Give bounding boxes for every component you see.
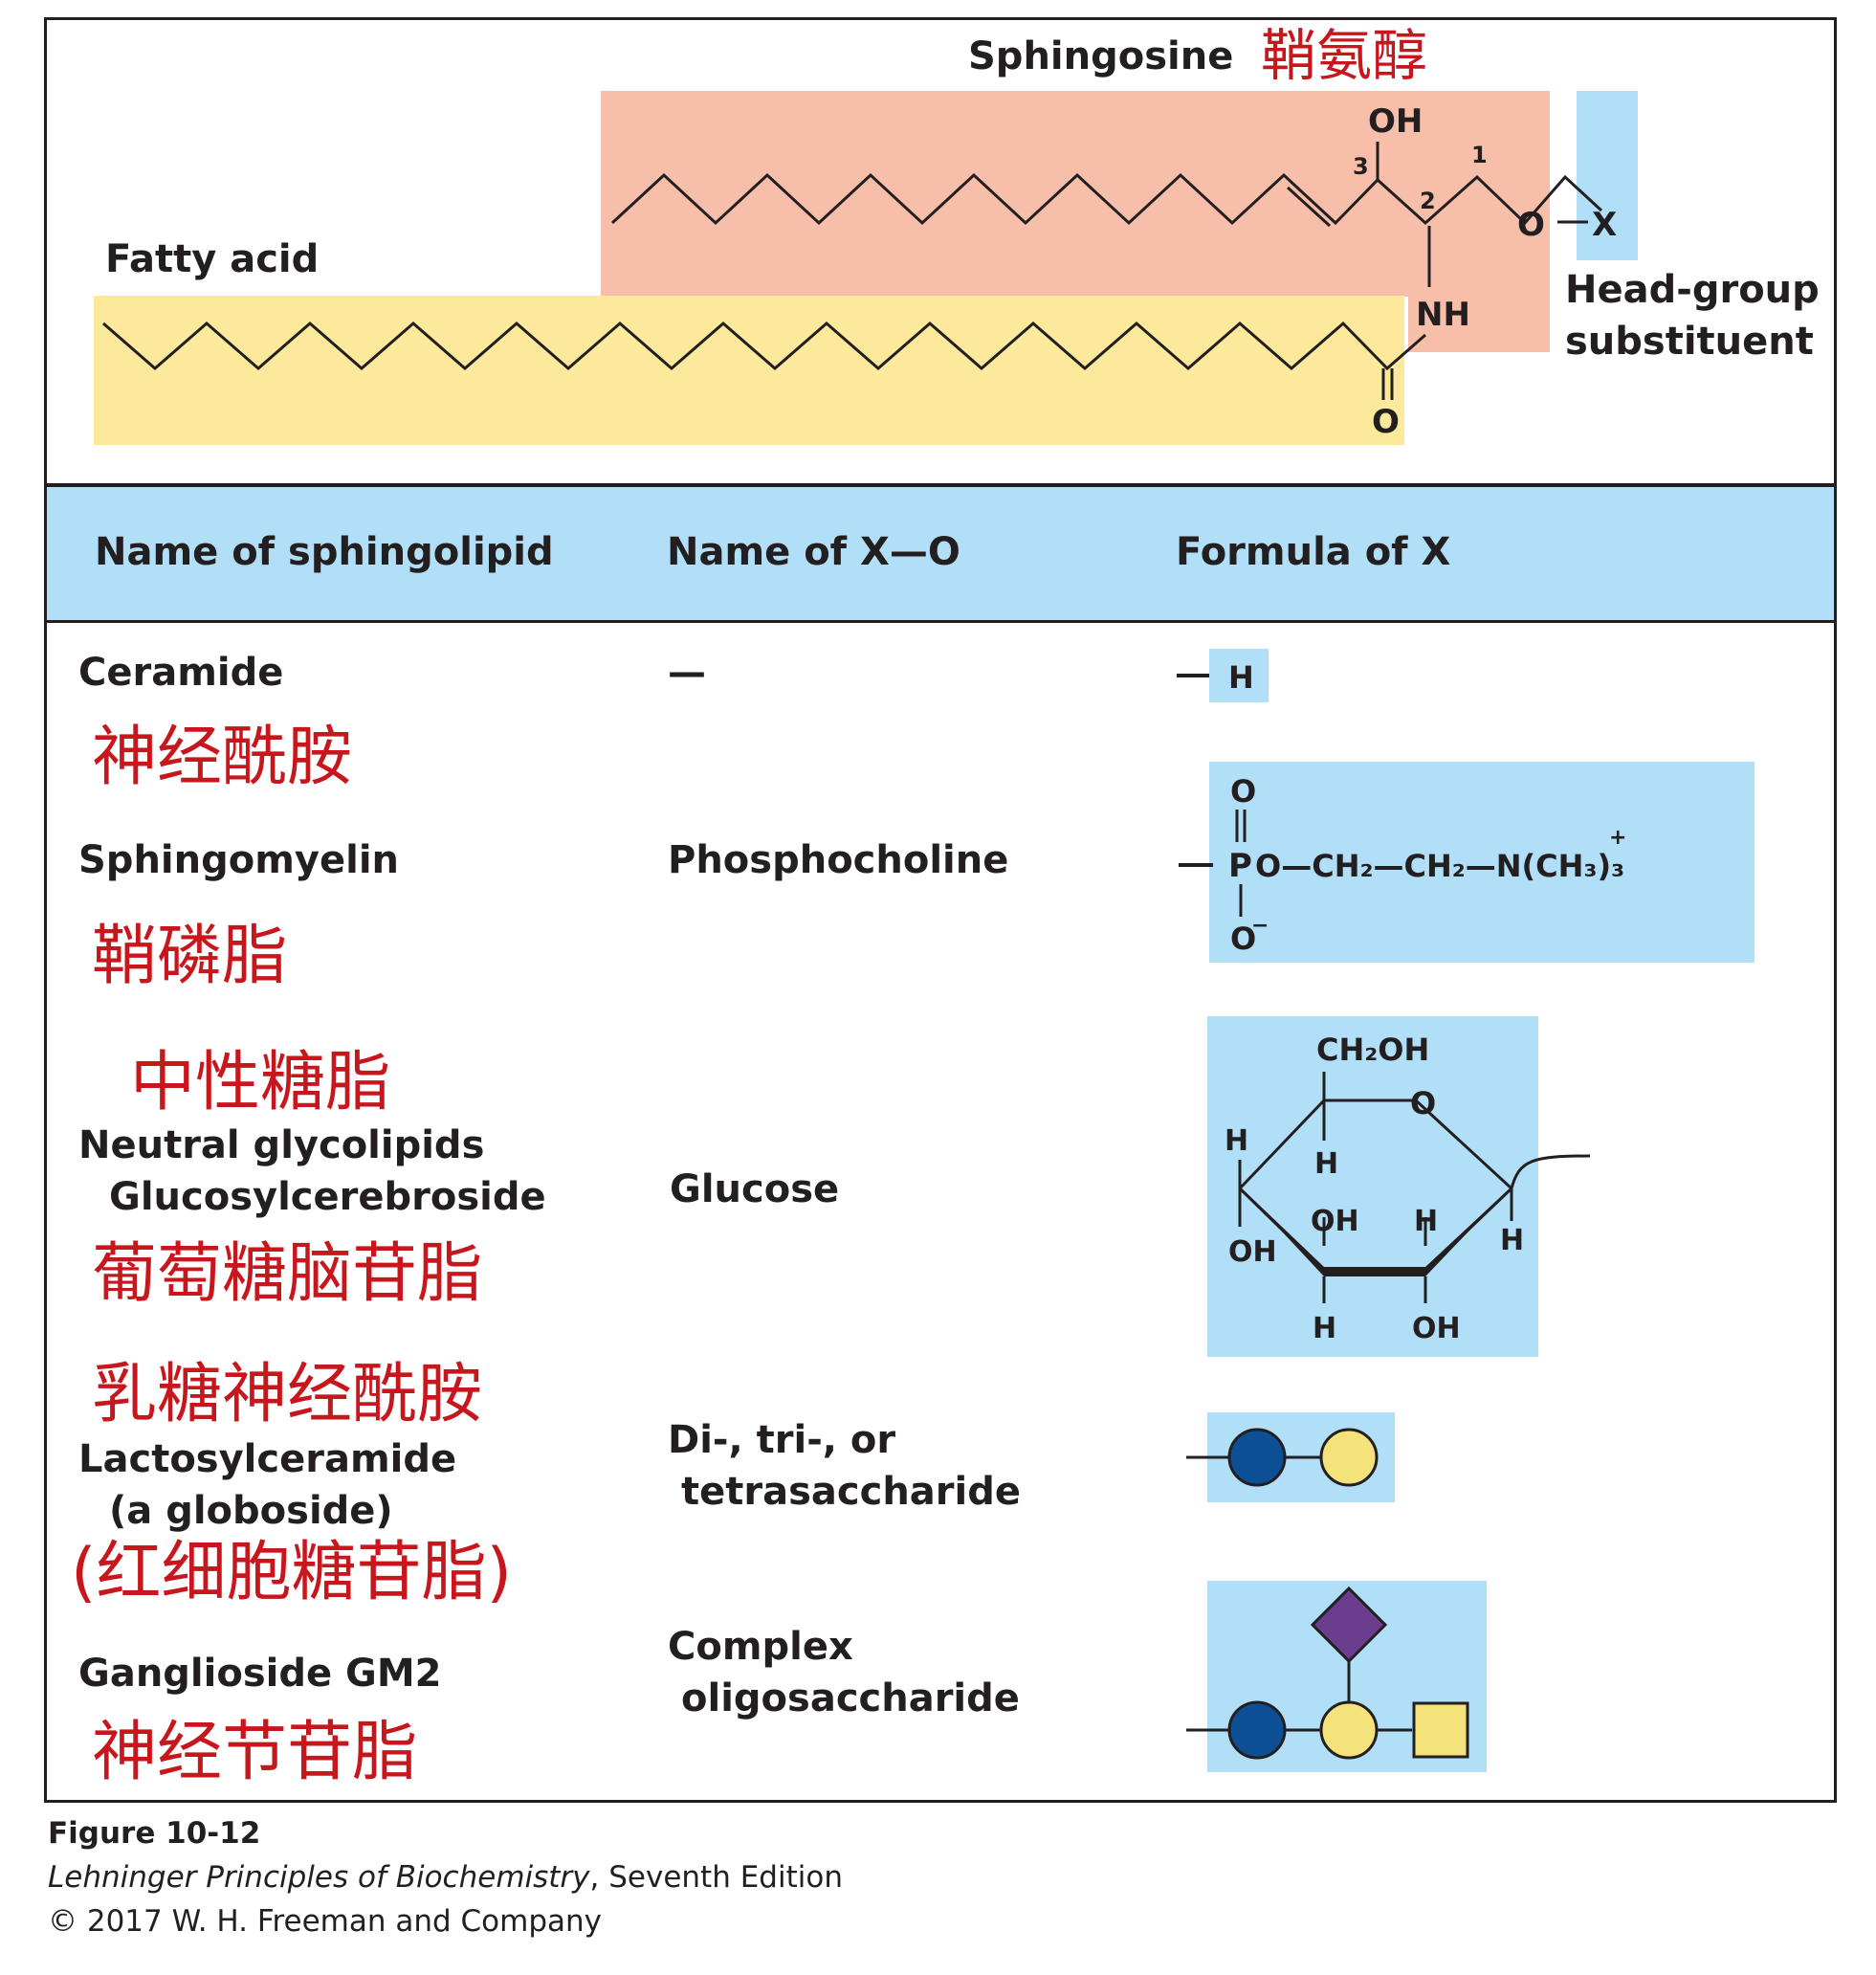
glucose-ring-back	[1238, 1098, 1513, 1190]
head-group-label-2: substituent	[1565, 320, 1814, 364]
fatty-acid-region	[94, 296, 1404, 445]
row-ganglioside-x-name-2: oligosaccharide	[681, 1676, 1020, 1720]
copyright: © 2017 W. H. Freeman and Company	[48, 1904, 603, 1939]
fatty-acid-label: Fatty acid	[105, 237, 320, 281]
book-title: Lehninger Principles of Biochemistry	[48, 1860, 590, 1895]
double-bond	[1286, 186, 1332, 228]
section-divider	[44, 483, 1837, 487]
glucose-symbol	[1227, 1700, 1287, 1760]
glucose-ring-o: O	[1410, 1085, 1436, 1121]
row-lactosylceramide-x-name-1: Di-, tri-, or	[668, 1418, 896, 1462]
formula-glucose: CH₂OH O H H OH H H OH H OH	[1207, 1016, 1591, 1357]
formula-disaccharide	[1186, 1412, 1395, 1502]
row-ceramide-name: Ceramide	[78, 651, 284, 695]
table-header: Name of sphingolipid Name of X—O Formula…	[47, 487, 1834, 623]
glucose-oh-c3: OH	[1311, 1205, 1359, 1238]
header-sphingolipid-name: Name of sphingolipid	[95, 530, 554, 574]
formula-oligosaccharide	[1186, 1581, 1487, 1772]
x-label: X	[1592, 206, 1617, 244]
c1-glycosidic-bond	[1510, 1154, 1591, 1189]
formula-phosphocholine: O P O − O—CH₂—CH₂—N(CH₃)₃ +	[1179, 762, 1755, 963]
formula-h-box	[1209, 649, 1269, 702]
row-ganglioside-name: Ganglioside GM2	[78, 1652, 442, 1696]
row-ganglioside-cn: 神经节苷脂	[92, 1715, 418, 1790]
row-globoside-cn: (红细胞糖苷脂)	[71, 1535, 513, 1610]
formula-h: H	[1177, 649, 1269, 702]
carbon-2-label: 2	[1420, 188, 1436, 214]
oh-label: OH	[1368, 102, 1423, 141]
book-citation: Lehninger Principles of Biochemistry, Se…	[48, 1860, 843, 1895]
galactose-symbol	[1319, 1700, 1379, 1760]
galactose-symbol	[1319, 1428, 1379, 1487]
phosphocholine-chain: O—CH₂—CH₂—N(CH₃)₃	[1255, 848, 1624, 884]
phosphocholine-p: P	[1228, 847, 1252, 885]
row-glucosylcerebroside-name: Glucosylcerebroside	[109, 1175, 546, 1219]
sialic-acid-symbol	[1310, 1586, 1388, 1664]
row-glucosylcerebroside-x-name: Glucose	[670, 1167, 840, 1211]
row-globoside-name: (a globoside)	[109, 1489, 393, 1533]
ceramide-structure-diagram: OH 3 2 1 O X NH O	[94, 91, 1638, 445]
row-neutral-glycolipids-cn: 中性糖脂	[130, 1045, 391, 1121]
glucose-ring-front	[1242, 1188, 1510, 1276]
head-group-label-1: Head-group	[1565, 268, 1820, 312]
nh-label: NH	[1416, 296, 1470, 334]
figure-number: Figure 10-12	[48, 1816, 261, 1851]
galnac-symbol	[1412, 1701, 1469, 1759]
row-sphingomyelin-x-name: Phosphocholine	[668, 838, 1009, 882]
glucose-box	[1207, 1016, 1538, 1357]
row-sphingomyelin-name: Sphingomyelin	[78, 838, 399, 882]
glucose-oh-c4: OH	[1228, 1235, 1277, 1269]
carbonyl-o-label: O	[1372, 403, 1400, 441]
row-glucosylcerebroside-cn: 葡萄糖脑苷脂	[92, 1236, 483, 1312]
phosphocholine-box	[1209, 762, 1755, 963]
glucose-h-c4: H	[1225, 1124, 1248, 1158]
figure-frame	[44, 17, 1837, 1803]
head-group-region	[1577, 91, 1638, 260]
row-lactosylceramide-cn: 乳糖神经酰胺	[92, 1357, 483, 1432]
row-ceramide-x-name: —	[668, 651, 706, 695]
sphingosine-region-nh	[1408, 277, 1550, 352]
row-ceramide-cn: 神经酰胺	[92, 720, 353, 795]
formula-h-text: H	[1228, 659, 1254, 696]
row-lactosylceramide-x-name-2: tetrasaccharide	[681, 1470, 1021, 1514]
glucose-h-c1: H	[1500, 1224, 1524, 1257]
glucose-ch2oh: CH₂OH	[1316, 1032, 1429, 1068]
sphingosine-label: Sphingosine	[968, 34, 1234, 78]
glucose-h-c5: H	[1314, 1147, 1338, 1181]
header-x-o-name: Name of X—O	[667, 530, 960, 574]
phosphocholine-o-top: O	[1230, 773, 1256, 810]
row-sphingomyelin-cn: 鞘磷脂	[92, 919, 288, 994]
header-x-formula: Formula of X	[1176, 530, 1451, 574]
phosphocholine-plus: +	[1609, 826, 1626, 850]
glucose-h-c3: H	[1313, 1312, 1336, 1345]
carbon-3-label: 3	[1353, 153, 1369, 180]
sphingosine-cn-label: 鞘氨醇	[1261, 23, 1428, 88]
row-ganglioside-x-name-1: Complex	[668, 1625, 853, 1669]
row-lactosylceramide-name: Lactosylceramide	[78, 1437, 457, 1481]
sphingosine-chain	[610, 172, 1603, 226]
glucose-oh-c2: OH	[1412, 1312, 1461, 1345]
phosphocholine-minus: −	[1251, 914, 1269, 938]
o-link-label: O	[1517, 206, 1545, 244]
glucose-symbol	[1227, 1428, 1287, 1487]
glucose-h-c2: H	[1414, 1205, 1438, 1238]
book-edition: , Seventh Edition	[589, 1860, 843, 1895]
phosphocholine-o-bottom: O	[1230, 921, 1256, 957]
carbon-1-label: 1	[1471, 142, 1488, 168]
fatty-acid-chain	[102, 321, 1426, 371]
row-neutral-glycolipids-name: Neutral glycolipids	[78, 1123, 485, 1167]
